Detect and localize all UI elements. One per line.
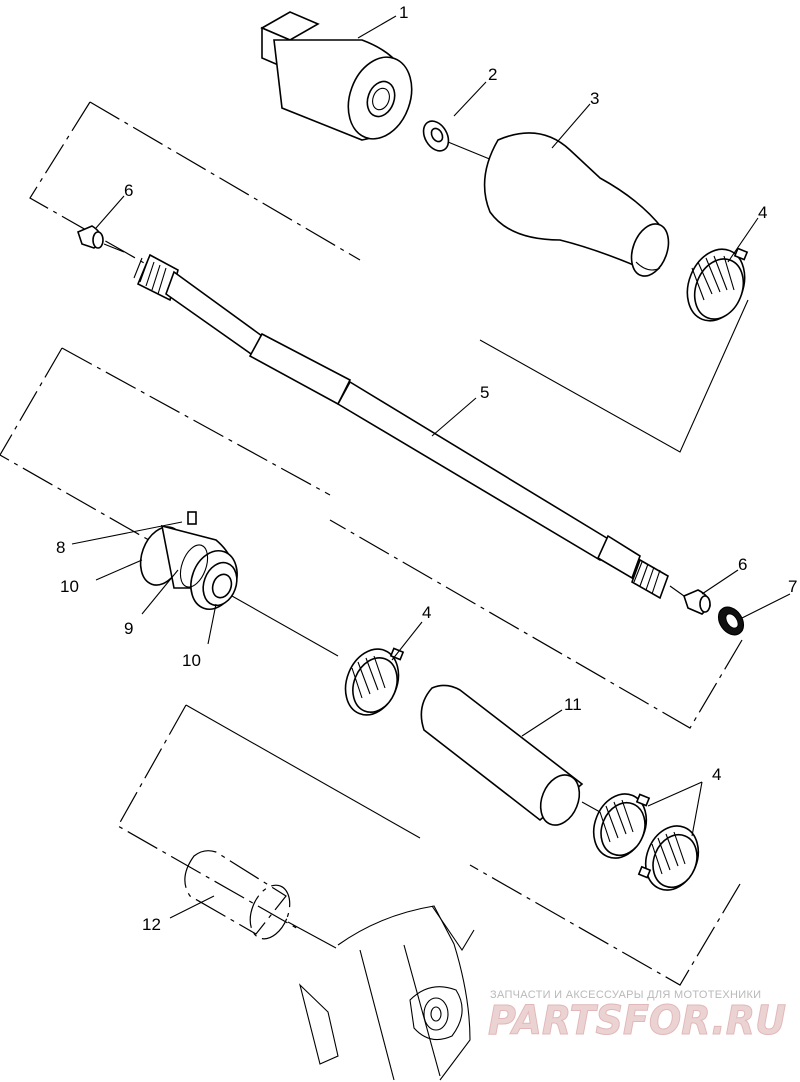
- callout-labels: 1 2 3 4 6 5 6 7 8 10 9 10 4 11 4 12: [56, 3, 797, 934]
- callout-10: 10: [182, 651, 201, 670]
- watermark-caption: ЗАПЧАСТИ И АКСЕССУАРЫ ДЛЯ МОТОТЕХНИКИ: [490, 989, 761, 1001]
- watermark-logo: PARTSFOR.RU: [488, 998, 786, 1044]
- callout-8: 8: [56, 538, 65, 557]
- callout-5: 5: [480, 383, 489, 402]
- callout-1: 1: [399, 3, 408, 22]
- callout-3: 3: [590, 89, 599, 108]
- callout-6: 6: [738, 555, 747, 574]
- callout-9: 9: [124, 619, 133, 638]
- callout-10: 10: [60, 577, 79, 596]
- callout-7: 7: [788, 577, 797, 596]
- leader-lines: [71, 15, 791, 919]
- watermark: ЗАПЧАСТИ И АКСЕССУАРЫ ДЛЯ МОТОТЕХНИКИ PA…: [488, 989, 787, 1045]
- drive-coupler-part-1: [260, 11, 413, 141]
- impeller-shaft-part-12: [184, 850, 337, 949]
- clamp-part-4-middle: [344, 647, 405, 716]
- assembly-outline-upper: [29, 101, 749, 453]
- washer-part-2: [422, 120, 493, 161]
- callout-4: 4: [758, 203, 767, 222]
- assembly-outline-middle: [0, 347, 743, 729]
- o-ring-part-7: [717, 606, 745, 636]
- impeller-housing-sketch: [298, 905, 475, 1081]
- callout-2: 2: [488, 65, 497, 84]
- clamp-part-4-upper: [686, 247, 749, 322]
- clamp-part-4-lower-right: [637, 825, 700, 891]
- driveshaft-part-5: [133, 253, 685, 600]
- callout-4: 4: [712, 765, 721, 784]
- tube-part-11: [420, 684, 601, 826]
- callout-4: 4: [422, 603, 431, 622]
- bearing-housing-parts-8-9-10: [139, 511, 339, 657]
- plug-part-6-upper: [77, 225, 125, 253]
- callout-12: 12: [142, 915, 161, 934]
- assembly-outline-lower: [117, 704, 741, 986]
- plug-part-6-lower: [683, 589, 711, 615]
- boot-part-3: [483, 132, 670, 277]
- callout-6: 6: [124, 181, 133, 200]
- callout-11: 11: [564, 695, 582, 714]
- clamp-part-4-lower-left: [592, 793, 651, 859]
